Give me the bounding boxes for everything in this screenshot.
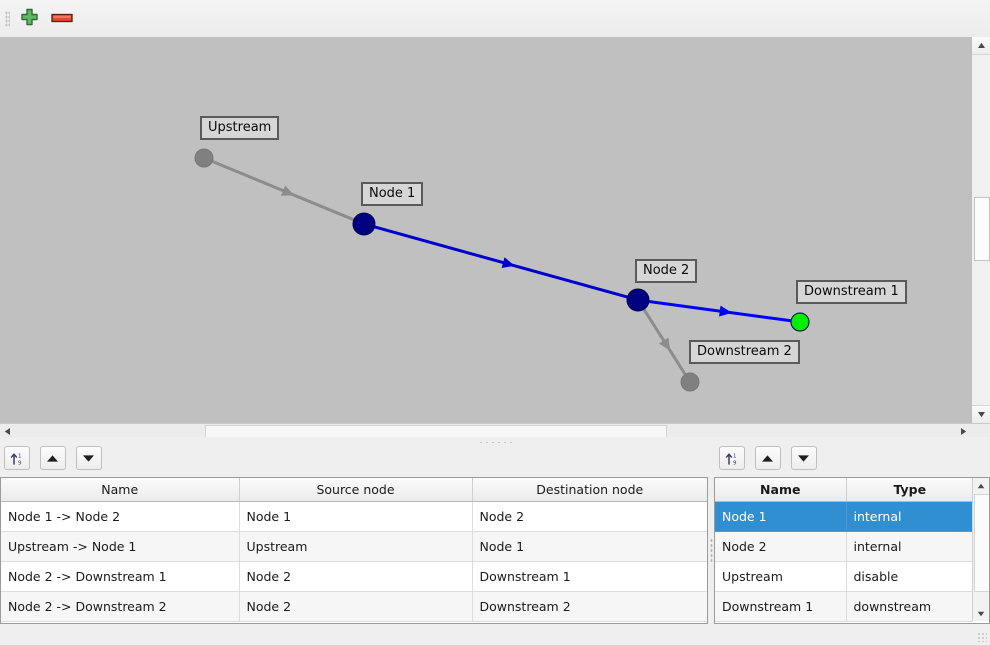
splitter-grip-icon xyxy=(478,441,512,444)
cell-name[interactable]: Upstream xyxy=(715,561,847,592)
graph-edge-node1-node2[interactable] xyxy=(373,225,629,299)
graph-node-label-downstream1[interactable]: Downstream 1 xyxy=(796,280,907,304)
scroll-down-button[interactable] xyxy=(972,405,990,423)
column-header-name[interactable]: Name xyxy=(1,478,240,502)
delete-button[interactable] xyxy=(49,7,75,31)
graph-node-label-node1[interactable]: Node 1 xyxy=(361,182,424,206)
canvas-horizontal-scrollbar[interactable] xyxy=(0,423,990,439)
minus-icon xyxy=(51,11,73,28)
graph-node-label-upstream[interactable]: Upstream xyxy=(200,116,280,140)
resize-grip-icon[interactable] xyxy=(977,632,987,642)
graph-node-label-node2[interactable]: Node 2 xyxy=(635,259,698,283)
cell-source[interactable]: Node 2 xyxy=(239,561,473,592)
edges-move-up-button[interactable] xyxy=(39,446,66,470)
cell-destination[interactable]: Node 1 xyxy=(472,531,707,562)
cell-name[interactable]: Node 1 xyxy=(715,501,847,532)
cell-source[interactable]: Node 2 xyxy=(239,591,473,622)
cell-type[interactable]: internal xyxy=(846,531,973,562)
cell-name[interactable]: Node 2 -> Downstream 2 xyxy=(1,591,240,622)
column-header-destination-node[interactable]: Destination node xyxy=(472,478,707,502)
cell-destination[interactable]: Downstream 1 xyxy=(472,561,707,592)
graph-node-node2[interactable] xyxy=(626,288,650,312)
graph-edge-arrow-icon xyxy=(658,337,671,351)
plus-icon xyxy=(20,8,39,30)
graph-node-label-downstream2[interactable]: Downstream 2 xyxy=(689,340,800,364)
cell-type[interactable]: downstream xyxy=(846,591,973,622)
cell-destination[interactable]: Downstream 2 xyxy=(472,591,707,622)
scroll-right-button[interactable] xyxy=(956,424,971,438)
cell-source[interactable]: Upstream xyxy=(239,531,473,562)
graph-svg[interactable] xyxy=(0,37,972,423)
main-toolbar xyxy=(0,0,990,38)
svg-text:1: 1 xyxy=(18,453,22,459)
scrollbar-corner xyxy=(972,424,990,438)
column-header-type[interactable]: Type xyxy=(846,478,973,502)
cell-name[interactable]: Node 2 xyxy=(715,531,847,562)
svg-text:9: 9 xyxy=(18,460,22,466)
cell-name[interactable]: Downstream 1 xyxy=(715,591,847,622)
graph-edge-arrow-icon xyxy=(280,185,295,196)
cell-source[interactable]: Node 1 xyxy=(239,501,473,532)
nodes-table-scrollbar[interactable] xyxy=(972,478,989,621)
graph-edge-arrow-icon xyxy=(501,257,515,268)
vertical-scrollbar-thumb[interactable] xyxy=(974,197,990,261)
cell-name[interactable]: Node 1 -> Node 2 xyxy=(1,501,240,532)
vertical-splitter[interactable] xyxy=(708,446,714,645)
edges-toolbar: 1 9 xyxy=(4,446,108,474)
drag-grip-icon[interactable] xyxy=(5,11,10,27)
scroll-up-button[interactable] xyxy=(972,37,990,55)
edges-sort-button[interactable]: 1 9 xyxy=(4,446,30,470)
nodes-sort-button[interactable]: 1 9 xyxy=(719,446,745,470)
scroll-down-button[interactable] xyxy=(973,606,989,621)
canvas-vertical-scrollbar[interactable] xyxy=(971,37,990,423)
graph-node-downstream1[interactable] xyxy=(790,312,810,332)
cell-destination[interactable]: Node 2 xyxy=(472,501,707,532)
scroll-left-button[interactable] xyxy=(0,424,15,438)
column-header-source-node[interactable]: Source node xyxy=(239,478,473,502)
column-header-name[interactable]: Name xyxy=(715,478,847,502)
scroll-up-button[interactable] xyxy=(973,478,989,493)
graph-node-upstream[interactable] xyxy=(194,148,214,168)
horizontal-splitter[interactable] xyxy=(0,437,990,446)
splitter-grip-icon xyxy=(710,538,713,562)
graph-edge-arrow-icon xyxy=(719,305,732,317)
cell-type[interactable]: disable xyxy=(846,561,973,592)
cell-name[interactable]: Upstream -> Node 1 xyxy=(1,531,240,562)
svg-text:1: 1 xyxy=(733,453,737,459)
cell-type[interactable]: internal xyxy=(846,501,973,532)
nodes-move-up-button[interactable] xyxy=(754,446,781,470)
cell-name[interactable]: Node 2 -> Downstream 1 xyxy=(1,561,240,592)
edges-move-down-button[interactable] xyxy=(75,446,102,470)
graph-node-downstream2[interactable] xyxy=(680,372,700,392)
nodes-toolbar: 1 9 xyxy=(719,446,823,474)
svg-text:9: 9 xyxy=(733,460,737,466)
nodes-scrollbar-thumb[interactable] xyxy=(974,494,989,592)
add-button[interactable] xyxy=(16,7,42,31)
nodes-move-down-button[interactable] xyxy=(790,446,817,470)
graph-node-node1[interactable] xyxy=(352,212,376,236)
